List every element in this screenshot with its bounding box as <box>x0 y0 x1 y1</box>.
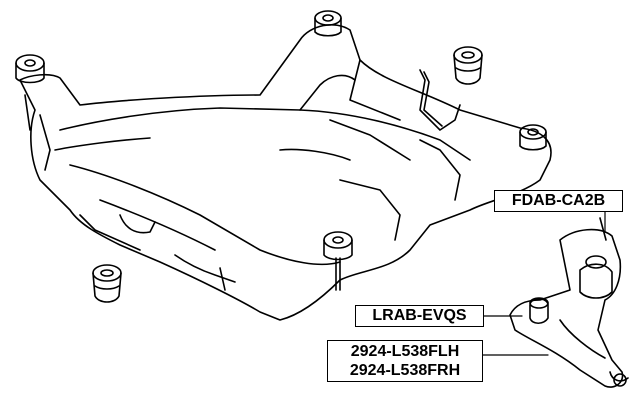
part-label-lrab: LRAB-EVQS <box>355 305 484 327</box>
frame-bushing-front-left <box>15 54 45 84</box>
loose-bushing-lower <box>92 264 122 303</box>
loose-bushing-upper <box>453 46 483 85</box>
lower-control-arm <box>509 217 629 388</box>
subframe-crossmember <box>19 24 552 321</box>
part-label-lh: 2924-L538FLH <box>350 343 460 360</box>
stabilizer-tube <box>419 69 461 131</box>
part-label-fdab: FDAB-CA2B <box>494 190 623 212</box>
part-label-rh: 2924-L538FRH <box>349 362 461 379</box>
frame-bushing-front-right <box>323 231 353 291</box>
frame-bushing-rear-right <box>519 124 547 151</box>
frame-bushing-rear-left <box>314 10 342 37</box>
part-label-control-arm: 2924-L538FLH 2924-L538FRH <box>327 340 483 382</box>
leader-lines <box>482 211 606 356</box>
